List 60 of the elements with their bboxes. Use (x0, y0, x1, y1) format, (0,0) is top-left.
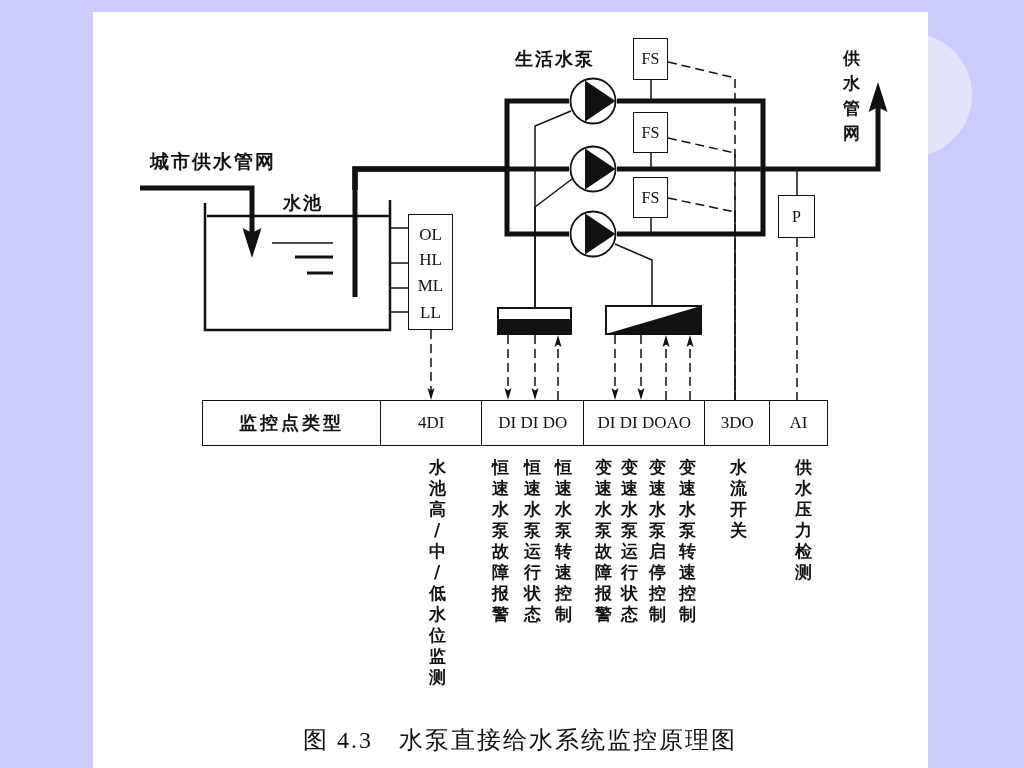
level-label: LL (420, 303, 441, 321)
pipe (651, 169, 766, 237)
pump-group-label: 生活水泵 (515, 50, 595, 68)
signal-arrow (611, 334, 619, 400)
signal-line (796, 237, 798, 401)
tank-label: 水池 (283, 193, 323, 213)
signal-arrow (531, 334, 539, 400)
signal-arrow (427, 329, 435, 400)
signal-description: 变速水泵故障报警 (593, 457, 613, 625)
control-line (614, 243, 653, 306)
signal-description: 恒速水泵运行状态 (522, 457, 542, 625)
signal-description: 变速水泵启停控制 (647, 457, 667, 625)
level-label: OL (419, 225, 442, 243)
signal-arrow (504, 334, 512, 400)
signal-arrow (554, 335, 562, 401)
flow-switch-box: FS (633, 112, 668, 153)
table-cell: DI DI DOAO (583, 400, 706, 446)
signal-description: 水池高/中/低水位监测 (427, 457, 447, 688)
pipe-label: 供水管网 (842, 46, 861, 146)
control-line (534, 178, 573, 308)
sensor-line (390, 287, 409, 289)
sensor-line (390, 311, 409, 313)
pipe (617, 166, 651, 172)
sensor-stem (650, 79, 652, 102)
level-label: HL (419, 250, 442, 268)
signal-description: 供水压力检测 (793, 457, 813, 583)
signal-arrow (637, 334, 645, 400)
signal-description: 恒速水泵转速控制 (553, 457, 573, 625)
sensor-line (390, 262, 409, 264)
pipe (760, 166, 797, 172)
signal-arrow (686, 335, 694, 401)
pipe (617, 231, 651, 237)
pipe (352, 166, 569, 237)
sensor-stem (796, 168, 798, 196)
pipe-arrow (140, 185, 262, 258)
table-cell: 4DI (380, 400, 483, 446)
signal-line (667, 197, 736, 401)
signal-description: 变速水泵运行状态 (619, 457, 639, 625)
signal-arrow (662, 335, 670, 401)
flow-switch-box: FS (633, 177, 668, 218)
signal-description: 水流开关 (728, 457, 748, 541)
table-cell: 3DO (704, 400, 771, 446)
figure-caption: 图 4.3 水泵直接给水系统监控原理图 (303, 726, 737, 754)
pipe (651, 166, 761, 172)
signal-description: 变速水泵转速控制 (677, 457, 697, 625)
sensor-stem (650, 217, 652, 235)
level-sensor-box (408, 214, 453, 330)
pipe-label: 城市供水管网 (150, 152, 276, 171)
pipe (651, 98, 766, 169)
pipe (617, 98, 651, 104)
signal-description: 恒速水泵故障报警 (490, 457, 510, 625)
pressure-sensor-box: P (778, 195, 815, 238)
flow-switch-box: FS (633, 38, 668, 80)
level-label: ML (417, 276, 444, 294)
header-cell: 监控点类型 (202, 400, 382, 446)
table-cell: DI DI DO (481, 400, 585, 446)
sensor-stem (650, 152, 652, 170)
pipe-arrow (797, 82, 888, 172)
table-cell: AI (769, 400, 828, 446)
sensor-line (390, 227, 409, 229)
